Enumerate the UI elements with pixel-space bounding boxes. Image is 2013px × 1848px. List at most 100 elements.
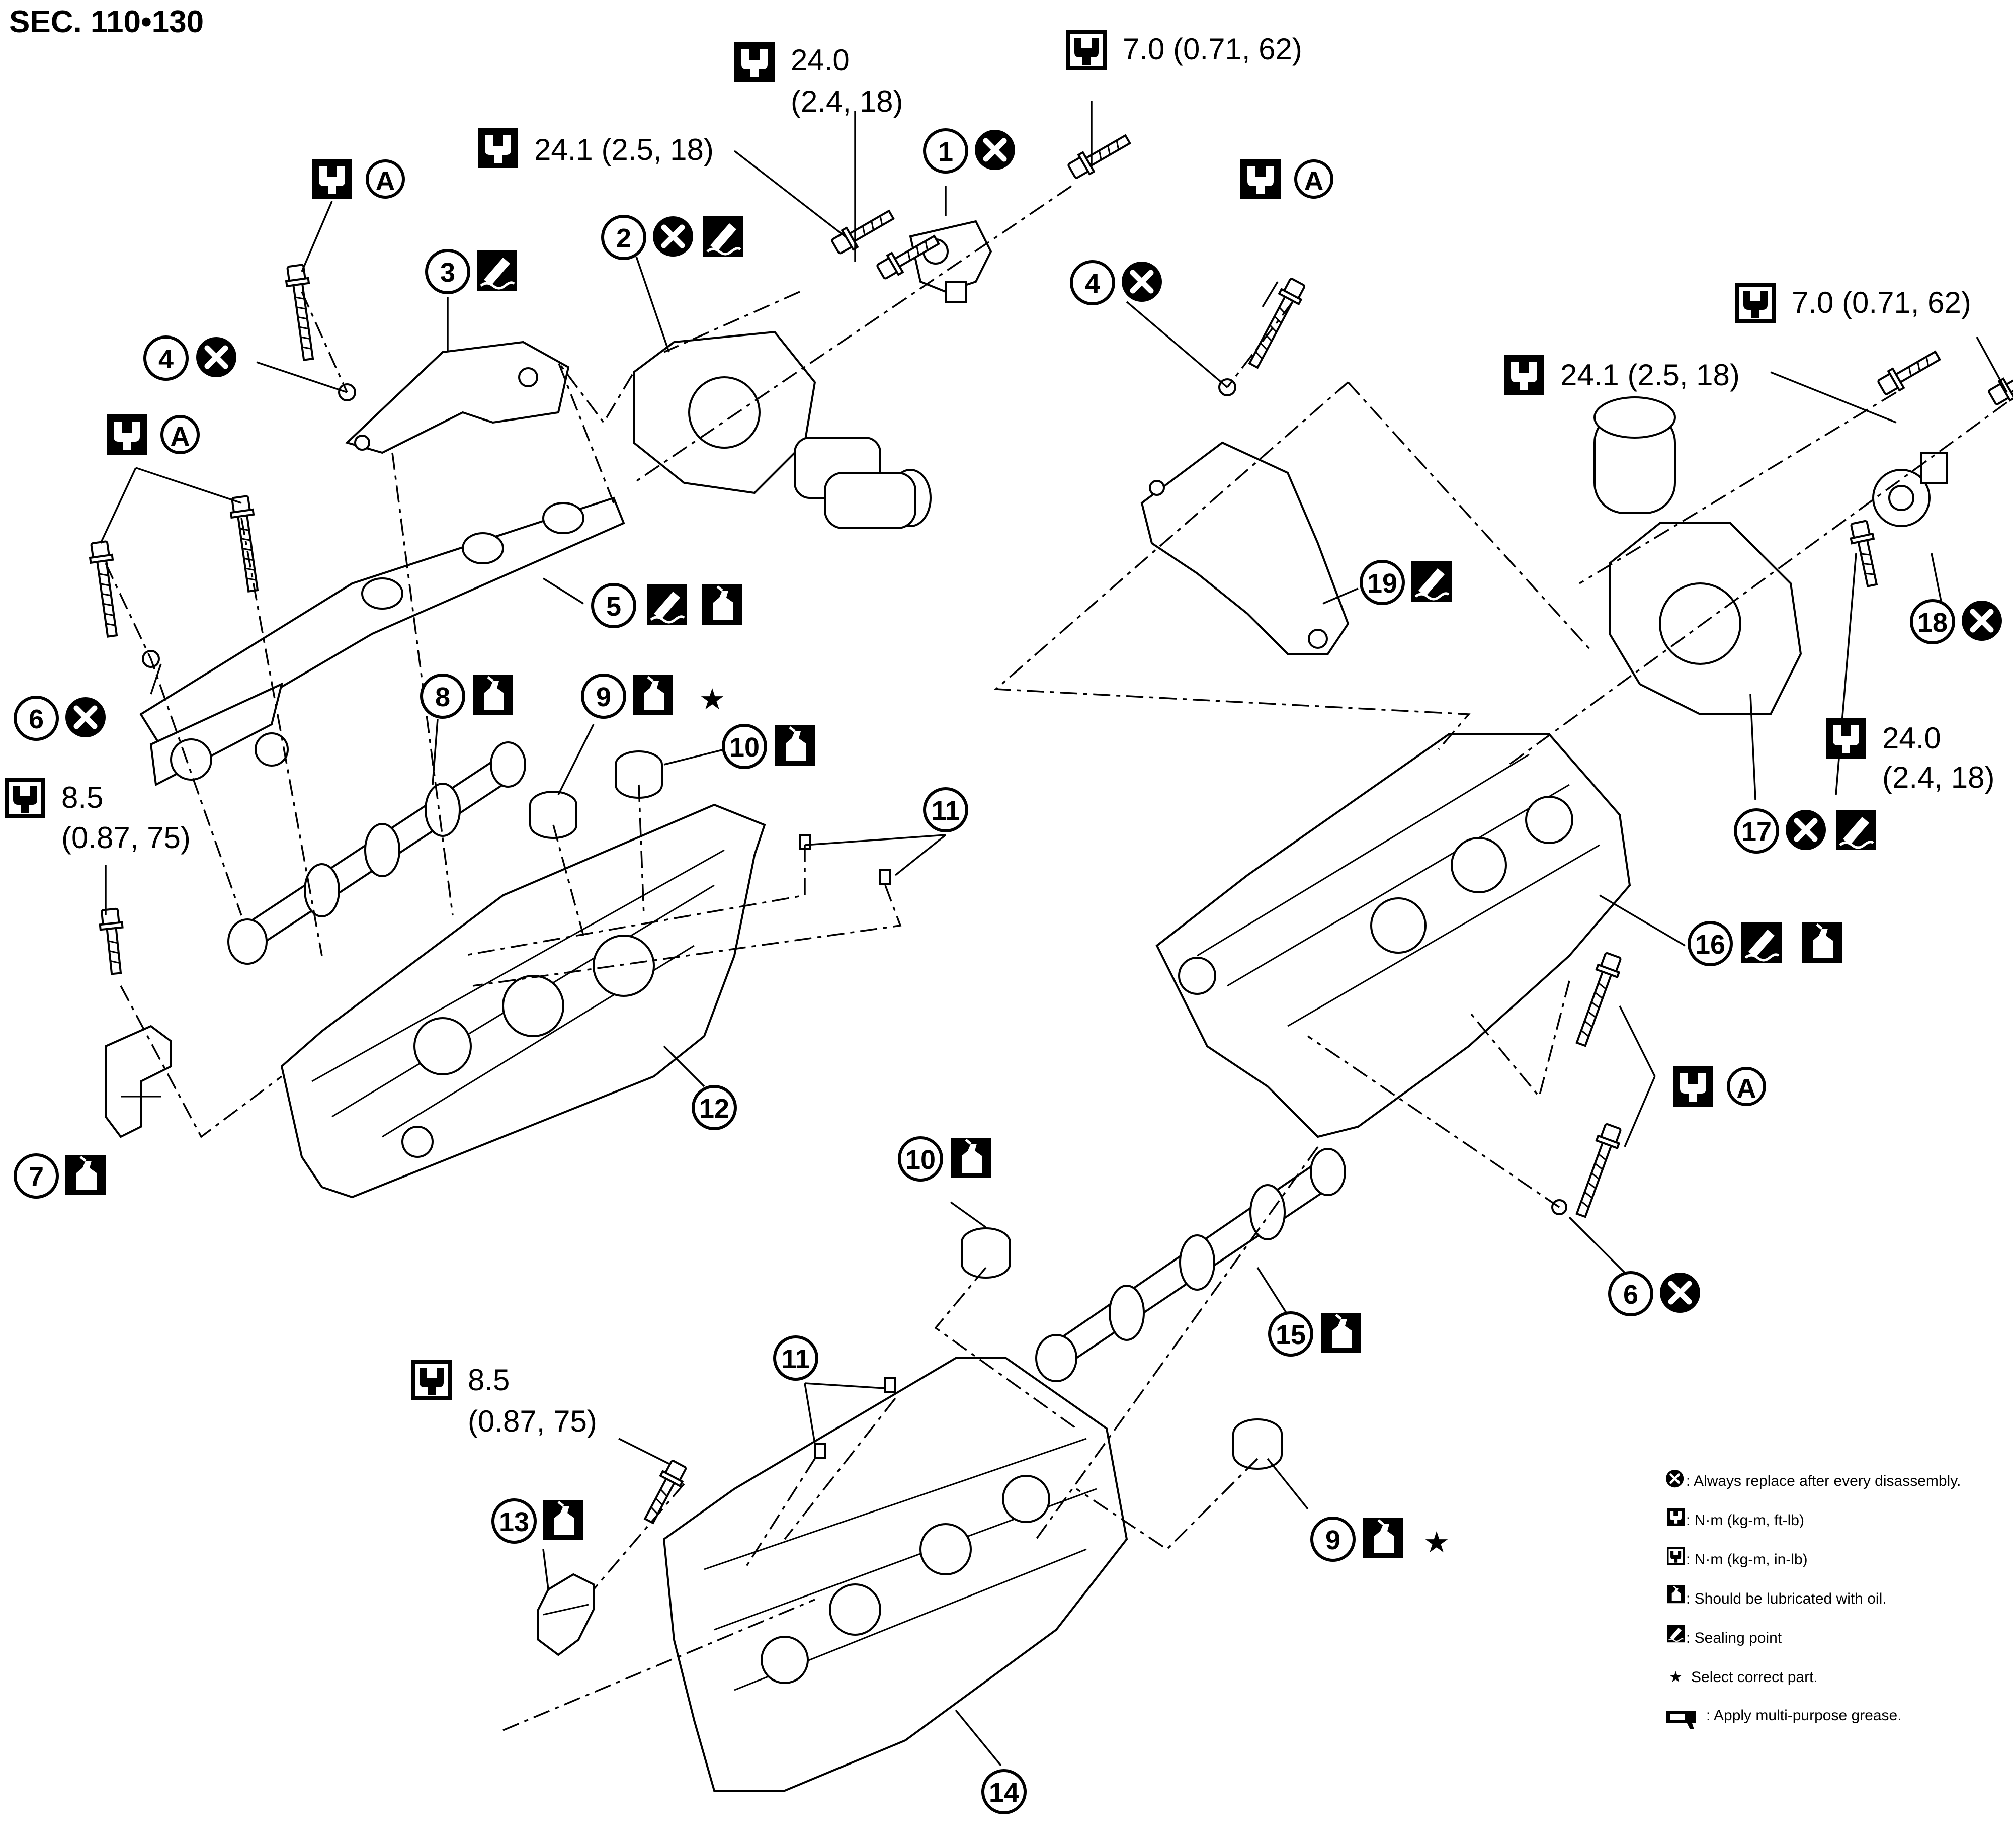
right-bolt-a-2 [1569, 1121, 1625, 1220]
svg-text:: Sealing point: : Sealing point [1686, 1630, 1782, 1646]
lower-oil-control-valve [537, 1573, 595, 1656]
right-cylinder-head [1155, 733, 1631, 1138]
torque-spec-2-units: (2.4, 18) [791, 85, 903, 118]
callout-10-left: 10 [722, 724, 815, 769]
left-valve-lifter-10 [615, 750, 663, 799]
callout-17: 17 [1734, 810, 1876, 854]
svg-text:12: 12 [699, 1094, 729, 1124]
lower-dowel-pin-b [814, 1443, 826, 1459]
callout-4-left: 4 [143, 337, 236, 381]
left-vtc-cover [633, 330, 932, 529]
svg-text:7: 7 [29, 1162, 44, 1192]
torque-spec-5: 7.0 (0.71, 62) [1792, 286, 1971, 319]
torque-a-mark: A [1240, 159, 1332, 199]
svg-text:9: 9 [596, 682, 611, 712]
right-bolt-a-1 [1569, 950, 1625, 1049]
torque-ftlb-icon [1826, 718, 1866, 759]
callout-7: 7 [14, 1153, 106, 1199]
callout-11-left: 11 [923, 787, 968, 832]
svg-text:: Apply multi-purpose grease.: : Apply multi-purpose grease. [1706, 1707, 1902, 1724]
torque-spec-4: 24.1 (2.5, 18) [1560, 358, 1740, 392]
torque-spec-2-value: 24.0 [791, 43, 850, 77]
svg-text:6: 6 [29, 704, 44, 734]
torque-spec-7-value: 8.5 [61, 781, 103, 814]
svg-text:: Should be lubricated with oi: : Should be lubricated with oil. [1686, 1590, 1887, 1607]
left-bolt-7-0 [1065, 128, 1134, 183]
left-oil-control-valve [105, 1025, 172, 1138]
callout-15: 15 [1268, 1311, 1361, 1357]
alignment-lines [105, 185, 2008, 1731]
callout-2: 2 [601, 216, 743, 260]
torque-inlb-icon [1066, 30, 1107, 70]
svg-text:6: 6 [1623, 1280, 1638, 1310]
callout-12: 12 [692, 1085, 737, 1130]
svg-text:9: 9 [1325, 1525, 1340, 1555]
svg-text:★: ★ [1423, 1525, 1450, 1559]
sealant-icon [1666, 1624, 1686, 1643]
right-camshaft-sensor [1872, 452, 1948, 527]
torque-spec-7-units: (0.87, 75) [61, 821, 191, 855]
right-vtc-cover [1593, 396, 1802, 715]
callout-16: 16 [1688, 921, 1842, 966]
svg-text:2: 2 [616, 223, 631, 254]
svg-text:11: 11 [781, 1344, 810, 1374]
callout-10-lower: 10 [898, 1136, 991, 1182]
svg-text:1: 1 [938, 137, 953, 167]
callout-8: 8 [420, 674, 513, 719]
left-valve-lifter-9 [529, 791, 577, 839]
torque-spec-6-units: (2.4, 18) [1882, 761, 1994, 794]
callout-4-right: 4 [1070, 262, 1162, 305]
svg-text:4: 4 [1085, 269, 1100, 299]
right-bolt-a-top [1244, 277, 1308, 371]
svg-text:8: 8 [435, 682, 450, 712]
right-bolt-24-1 [1875, 345, 1944, 399]
legend-row-torque-ftlb: : N·m (kg-m, ft-lb) [1667, 1508, 1804, 1529]
svg-text:: N·m (kg-m, ft-lb): : N·m (kg-m, ft-lb) [1686, 1512, 1804, 1529]
svg-text:11: 11 [931, 796, 960, 826]
section-title: SEC. 110•130 [9, 5, 204, 39]
legend-row-seal: : Sealing point [1666, 1624, 1782, 1646]
svg-text:★: ★ [699, 682, 725, 716]
oil-can-icon [1666, 1584, 1686, 1604]
lower-bolt-8-5 [639, 1459, 689, 1526]
svg-text:10: 10 [905, 1145, 936, 1175]
torque-a-mark: A [312, 159, 403, 199]
svg-text:Select correct part.: Select correct part. [1691, 1669, 1818, 1686]
left-cylinder-head [280, 803, 766, 1199]
torque-spec-1: 7.0 (0.71, 62) [1123, 32, 1302, 66]
svg-text:A: A [1304, 166, 1324, 196]
svg-text:A: A [1737, 1073, 1756, 1104]
lower-cylinder-head [662, 1357, 1128, 1792]
legend-row-replace: : Always replace after every disassembly… [1666, 1470, 1961, 1489]
svg-text:4: 4 [158, 344, 174, 374]
left-bolt-8-5 [97, 907, 128, 976]
right-valve-lifter-9 [1232, 1418, 1283, 1470]
torque-inlb-icon [1735, 283, 1776, 323]
callout-14: 14 [981, 1769, 1027, 1814]
grease-gun-icon [1666, 1711, 1696, 1729]
torque-inlb-icon [411, 1360, 452, 1400]
callout-13: 13 [491, 1498, 583, 1544]
left-bolt-a-1 [87, 540, 124, 639]
svg-text:A: A [171, 422, 190, 452]
left-camshaft-sensor [909, 220, 992, 303]
torque-spec-3: 24.1 (2.5, 18) [534, 133, 714, 166]
left-dowel-pin-b [879, 869, 891, 885]
svg-text:19: 19 [1367, 568, 1397, 599]
torque-wrench-icon [1667, 1508, 1685, 1526]
right-cover-plate [1140, 441, 1350, 655]
left-cover-plate [345, 341, 570, 454]
left-camshaft-bracket [139, 496, 625, 787]
svg-text:A: A [376, 166, 395, 196]
callout-18: 18 [1910, 601, 2002, 644]
callout-6-right: 6 [1608, 1273, 1700, 1316]
torque-a-mark: A [107, 414, 198, 455]
callout-6-left: 6 [14, 697, 106, 741]
right-valve-lifter-10 [961, 1227, 1011, 1279]
callout-3: 3 [425, 249, 517, 294]
torque-ftlb-icon [478, 128, 518, 168]
svg-text:17: 17 [1741, 817, 1772, 847]
callout-5: 5 [591, 583, 742, 628]
